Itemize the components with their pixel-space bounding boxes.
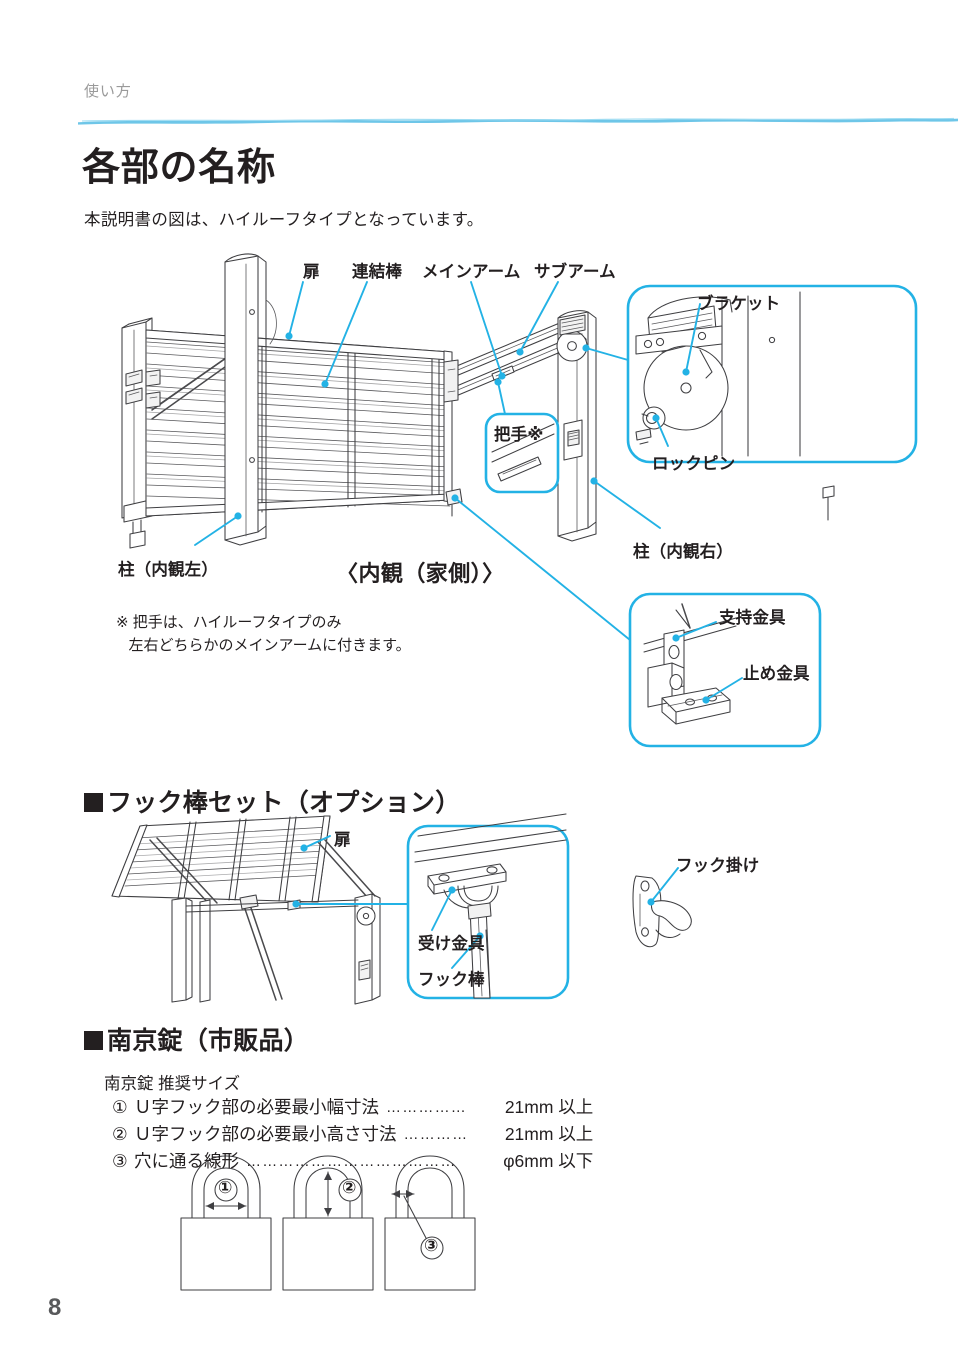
handle-footnote: ※ 把手は、ハイルーフタイプのみ 左右どちらかのメインアームに付きます。: [116, 614, 411, 655]
bullet-square-icon: [84, 793, 103, 812]
spec-leader-dots: …………: [403, 1125, 469, 1143]
post-left-far: [121, 317, 153, 549]
leader-lines-hook: [292, 835, 679, 969]
post-left-front: [224, 253, 277, 546]
label-handle: 把手※: [494, 426, 544, 444]
spec-title: 南京錠 推奨サイズ: [104, 1075, 241, 1093]
spec-row: ③ 穴に通る線形 ………………………………… φ6mm 以下: [112, 1148, 593, 1175]
padlock-spec-list: ① Ｕ字フック部の必要最小幅寸法 …………… 21mm 以上 ② Ｕ字フック部の必要最小高…: [112, 1094, 593, 1174]
section-heading-padlock: 南京錠（市販品）: [84, 1021, 309, 1057]
label-hook-rod: フック棒: [418, 971, 485, 989]
view-caption: 〈内観（家側）〉: [336, 561, 505, 586]
gate-panel-louvers: [145, 329, 453, 517]
padlock-callout-1: ①: [218, 1178, 233, 1197]
label-main-arm: メインアーム: [422, 263, 521, 281]
page-number: 8: [48, 1294, 62, 1321]
label-sub-arm: サブアーム: [534, 263, 616, 281]
spec-leader-dots: ……………: [386, 1099, 467, 1116]
padlock-callout-2: ②: [342, 1178, 357, 1197]
spec-number: ②: [112, 1123, 128, 1144]
spec-label: 穴に通る線形: [134, 1150, 239, 1171]
spec-value: 21mm 以上: [504, 1123, 594, 1144]
spec-label: Ｕ字フック部の必要最小幅寸法: [134, 1097, 379, 1117]
spec-label: Ｕ字フック部の必要最小高さ寸法: [134, 1123, 397, 1144]
label-support-fitting: 支持金具: [719, 609, 786, 627]
bullet-square-icon-2: [84, 1031, 103, 1050]
label-connecting-rod: 連結棒: [352, 263, 402, 281]
padlock-figure-3: [384, 1155, 476, 1291]
padlock-figure-1: [180, 1155, 272, 1291]
spec-value: φ6mm 以下: [503, 1150, 594, 1171]
spec-leader-dots: …………………………………: [246, 1152, 457, 1170]
section-heading-padlock-label: 南京錠（市販品）: [107, 1027, 310, 1055]
label-post-left: 柱（内観左）: [118, 561, 218, 579]
section-heading-hook-label: フック棒セット（オプション）: [107, 789, 461, 817]
label-hook-door: 扉: [334, 831, 351, 849]
spec-number: ①: [112, 1097, 128, 1117]
label-bracket: ブラケット: [697, 295, 781, 313]
spec-value: 21mm 以上: [504, 1097, 594, 1117]
label-hook-hanger: フック掛け: [676, 857, 760, 875]
padlock-figures: [180, 1155, 476, 1291]
section-heading-hook: フック棒セット（オプション）: [84, 783, 461, 819]
page-title: 各部の名称: [82, 147, 276, 189]
label-lock-pin: ロックピン: [652, 455, 736, 473]
padlock-callout-3: ③: [424, 1236, 439, 1255]
spec-row: ② Ｕ字フック部の必要最小高さ寸法 ………… 21mm 以上: [112, 1121, 593, 1148]
running-header: 使い方: [84, 83, 132, 100]
arm-assembly: [443, 321, 571, 403]
label-stopper-fitting: 止め金具: [743, 665, 810, 683]
label-post-right: 柱（内観右）: [633, 543, 733, 561]
label-receiver-fitting: 受け金具: [418, 935, 485, 953]
spec-number: ③: [112, 1150, 128, 1171]
intro-text: 本説明書の図は、ハイルーフタイプとなっています。: [84, 211, 484, 229]
ground-stake-cap: [822, 485, 835, 499]
padlock-figure-2: [282, 1155, 374, 1291]
header-rule-brushstroke: [78, 117, 958, 125]
spec-row: ① Ｕ字フック部の必要最小幅寸法 …………… 21mm 以上: [112, 1094, 593, 1121]
label-door: 扉: [303, 263, 320, 281]
ground-fitting-small: [445, 488, 463, 517]
post-right: [556, 310, 597, 542]
hook-hanger-part: [632, 875, 692, 948]
